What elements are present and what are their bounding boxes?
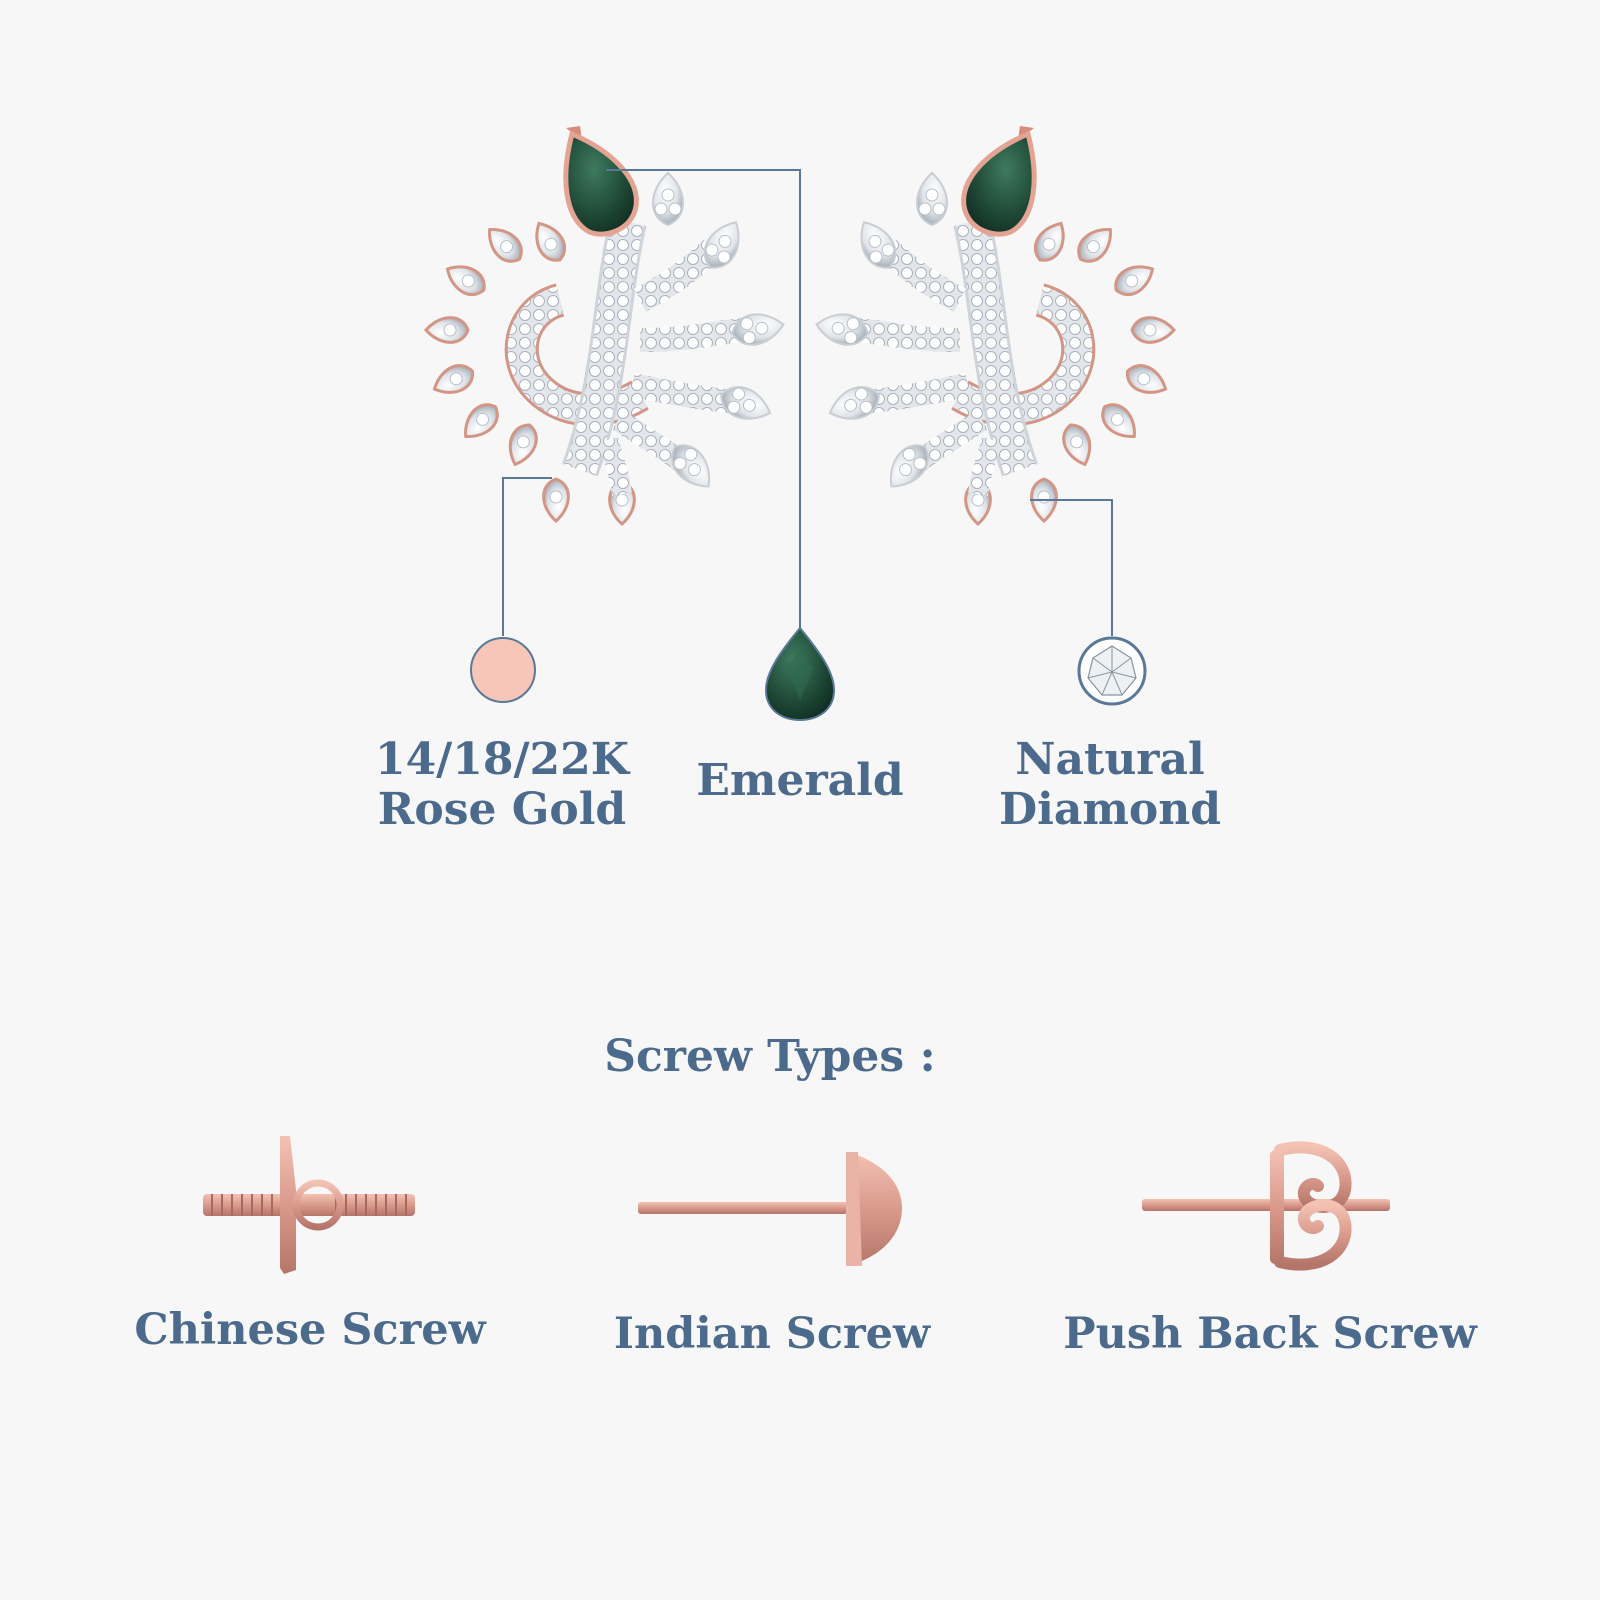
callout-lines [502,169,1113,636]
indian-screw-icon [638,1152,902,1266]
emerald-label-line1: Emerald [696,755,904,806]
push-back-screw-label: Push Back Screw [1063,1309,1477,1359]
diamond-label-line1: Natural [1015,734,1205,785]
chinese-screw-label: Chinese Screw [134,1305,486,1355]
diamond-callout-line [1030,499,1113,636]
indian-screw-label: Indian Screw [613,1309,931,1359]
emerald-label: Emerald [660,751,940,811]
rose-gold-swatch-icon [470,637,536,703]
emerald-gem-icon [764,626,836,722]
emerald-callout-line [606,169,801,630]
left-earring-image [426,126,786,524]
rose-gold-label: 14/18/22K Rose Gold [362,735,642,835]
right-earring-image [814,126,1174,524]
rose-gold-callout-line [502,477,552,636]
rose-gold-label-line2: Rose Gold [377,784,627,835]
screw-types-title: Screw Types : [604,1031,936,1082]
diamond-label: Natural Diamond [960,735,1260,835]
diamond-label-line2: Diamond [998,784,1222,835]
push-back-screw-icon [1142,1141,1390,1271]
diamond-icon [1077,636,1147,706]
rose-gold-label-line1: 14/18/22K [374,734,630,785]
chinese-screw-icon [203,1136,415,1274]
